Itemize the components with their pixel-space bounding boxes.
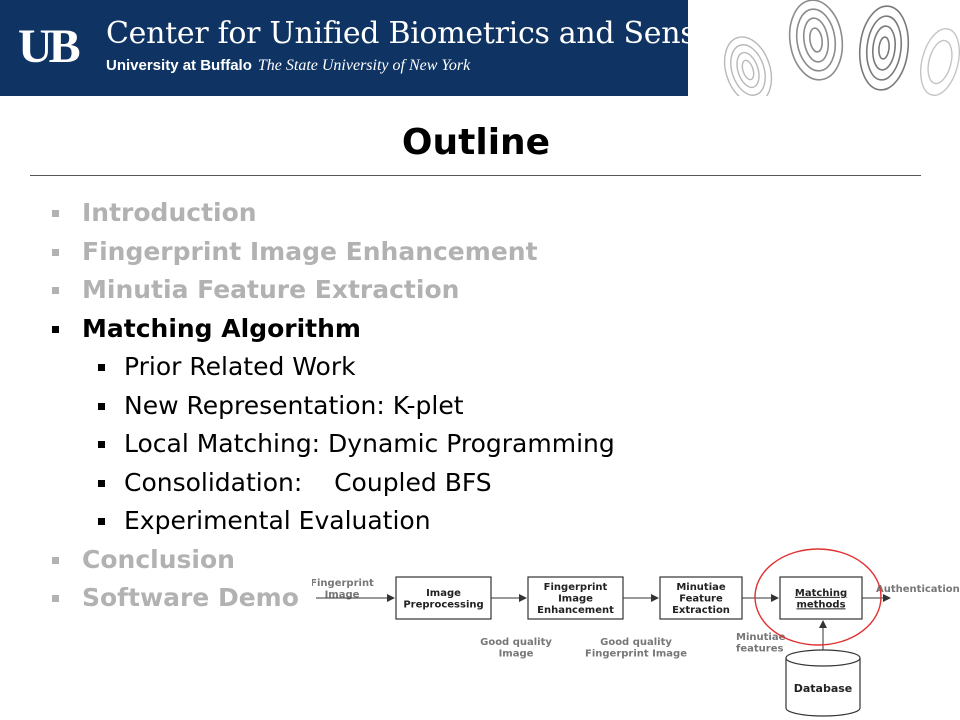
header-banner: UB Center for Unified Biometrics and Sen… xyxy=(0,0,743,96)
university-name: University at Buffalo xyxy=(106,57,252,74)
pipeline-step-label-line: Fingerprint xyxy=(544,582,608,593)
outline-item: Fingerprint Image Enhancement xyxy=(40,235,615,274)
outline-item-text: Introduction xyxy=(82,198,257,227)
outline-item-text: Minutia Feature Extraction xyxy=(82,275,460,304)
outline-item: Conclusion xyxy=(40,543,615,582)
outline-item: Minutia Feature Extraction xyxy=(40,273,615,312)
database-label: Database xyxy=(794,682,853,695)
pipeline-step-box xyxy=(779,576,863,620)
between-label-line: Good quality xyxy=(600,637,672,648)
bullet-square-icon xyxy=(98,479,105,487)
outline-item-text: Conclusion xyxy=(82,544,235,574)
pipeline-step-label-line: Feature xyxy=(679,594,723,605)
header: UB Center for Unified Biometrics and Sen… xyxy=(0,0,960,96)
between-label-line: features xyxy=(736,643,783,654)
bullet-square-icon xyxy=(52,287,59,294)
bullet-square-icon xyxy=(52,325,59,333)
fingerprint-right xyxy=(858,5,910,91)
input-label-line: Fingerprint xyxy=(312,578,374,589)
outline-item-text: Consolidation: Coupled BFS xyxy=(124,467,492,497)
university-line: University at Buffalo The State Universit… xyxy=(106,56,470,75)
outline-item-text: Experimental Evaluation xyxy=(124,506,431,535)
fingerprint-images xyxy=(723,0,960,96)
bullet-square-icon xyxy=(98,364,105,371)
outline-subitem: Consolidation: Coupled BFS xyxy=(40,466,615,505)
bullet-square-icon xyxy=(52,595,59,602)
logo-text: UB xyxy=(18,20,80,73)
outline-item-text: Local Matching: Dynamic Programming xyxy=(124,429,615,458)
outline-item-text: Prior Related Work xyxy=(124,352,356,381)
outline-subitem: Prior Related Work xyxy=(40,350,615,389)
outline-item-text: Fingerprint Image Enhancement xyxy=(82,236,538,266)
outline-subitem: Local Matching: Dynamic Programming xyxy=(40,427,615,466)
pipeline-step-label-line: Enhancement xyxy=(537,605,614,616)
output-label: Authentication xyxy=(876,584,960,595)
pipeline-step-label-line: Extraction xyxy=(672,605,730,616)
pipeline-step-label-line: Preprocessing xyxy=(403,599,483,610)
outline-item-text: Matching Algorithm xyxy=(82,313,361,343)
ub-logo: UB xyxy=(18,20,84,73)
state-university-name: The State University of New York xyxy=(257,57,471,74)
center-name: Center for Unified Biometrics and Sensor… xyxy=(106,16,743,51)
fingerprint-middle xyxy=(788,0,844,81)
between-label-line: Image xyxy=(499,648,534,659)
between-label-line: Good quality xyxy=(480,637,552,648)
input-label-line: Image xyxy=(325,589,360,600)
pipeline-step-label-line: Image xyxy=(558,594,593,605)
pipeline-step-box xyxy=(527,576,624,620)
outline-item: Software Demo xyxy=(40,581,615,620)
fingerprint-left xyxy=(723,36,773,96)
pipeline-step-label-line: Matching xyxy=(795,588,847,599)
outline-item-text: New Representation: K-plet xyxy=(124,390,464,420)
bullet-square-icon xyxy=(52,210,59,217)
slide-title: Outline xyxy=(401,122,551,163)
pipeline-step-label-line: methods xyxy=(796,599,845,610)
database-icon xyxy=(785,649,861,717)
between-label-line: Fingerprint Image xyxy=(585,648,687,659)
outline-item-text: Software Demo xyxy=(82,583,299,612)
pipeline-step-label-line: Minutiae xyxy=(676,582,726,593)
bullet-square-icon xyxy=(52,556,59,564)
bullet-square-icon xyxy=(98,518,105,525)
highlight-circle xyxy=(754,548,882,646)
fingerprint-far-right xyxy=(919,28,960,96)
between-label-line: Minutiae xyxy=(736,632,786,643)
outline-subitem: Experimental Evaluation xyxy=(40,504,615,543)
bullet-square-icon xyxy=(98,402,105,410)
pipeline-step-label-line: Image xyxy=(426,588,461,599)
pipeline-step-box xyxy=(659,576,743,620)
bullet-square-icon xyxy=(52,248,59,256)
title-divider xyxy=(30,175,921,176)
bullet-square-icon xyxy=(98,441,105,448)
outline-item: Introduction xyxy=(40,196,615,235)
outline-item: Matching Algorithm xyxy=(40,312,615,351)
outline-subitem: New Representation: K-plet xyxy=(40,389,615,428)
